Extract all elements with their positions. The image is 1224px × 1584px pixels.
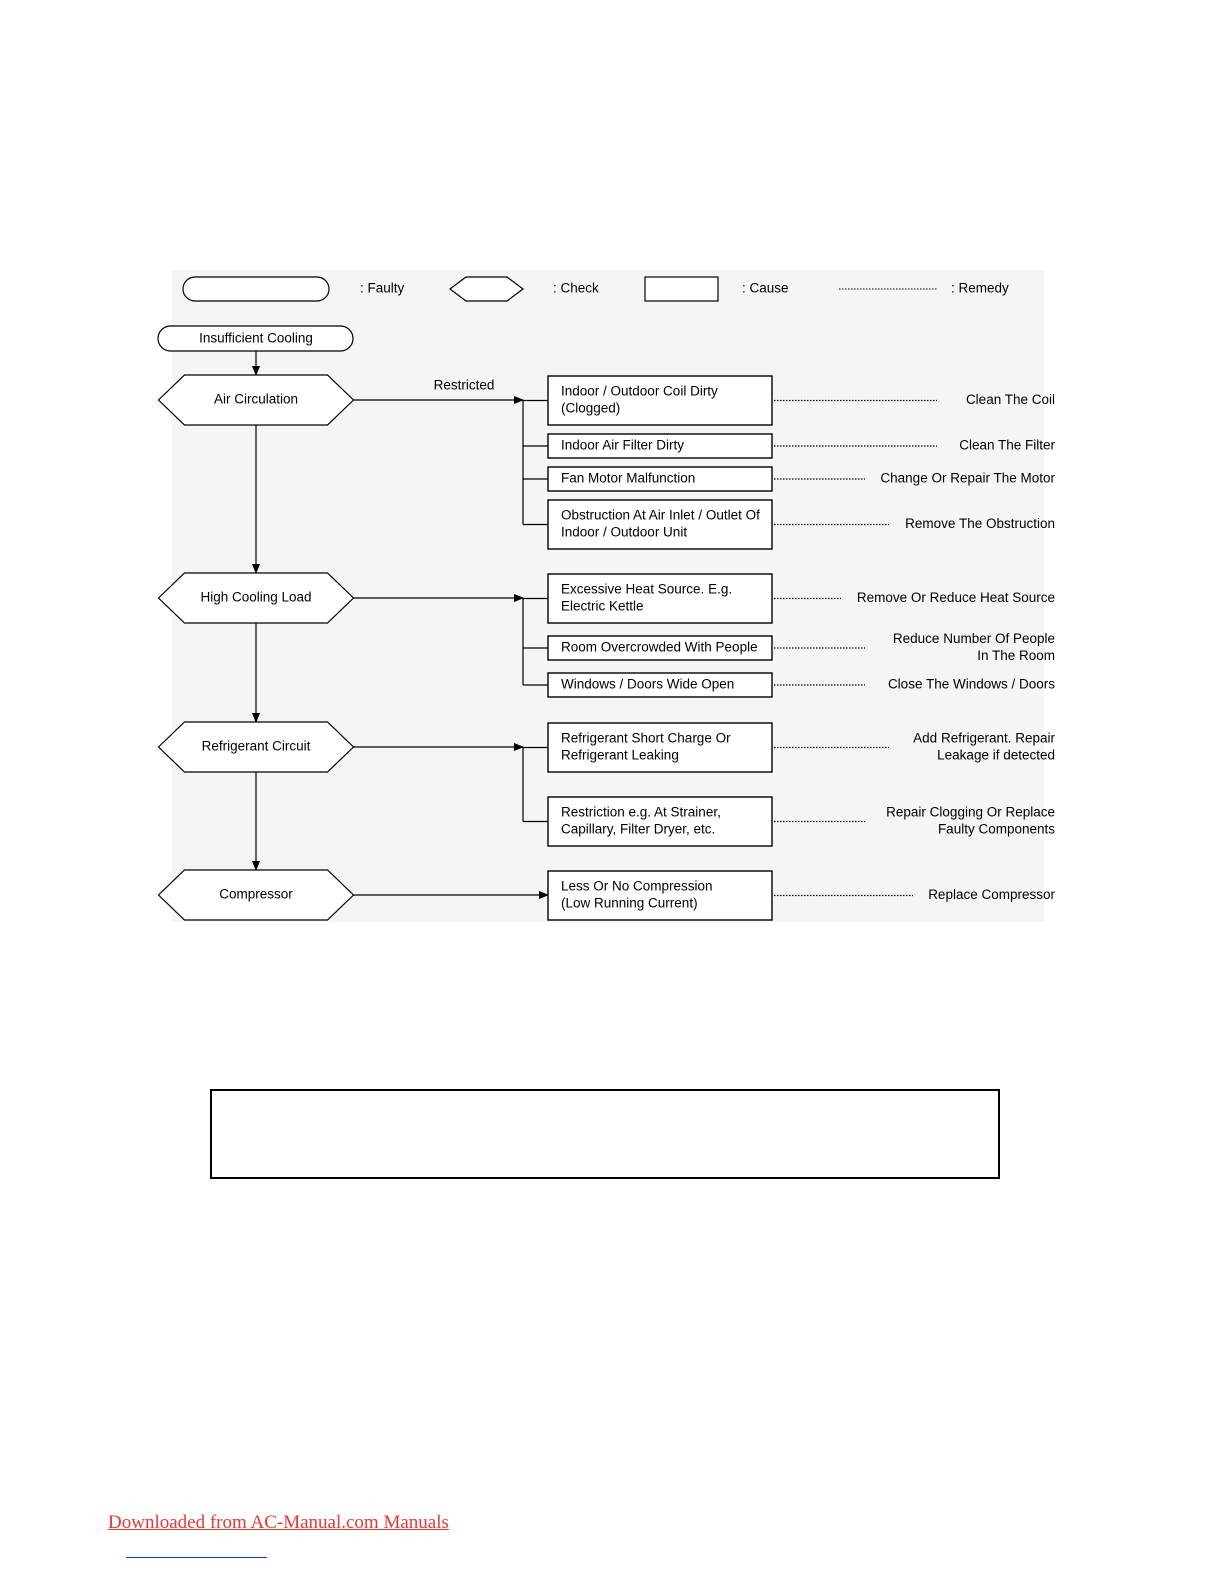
legend-check-label: : Check: [553, 281, 599, 296]
remedy-text: Close The Windows / Doors: [888, 677, 1055, 692]
cause-box: [547, 499, 773, 550]
cause-text: Excessive Heat Source. E.g.: [561, 582, 732, 597]
cause-box: [547, 672, 773, 698]
remedy-text: Change Or Repair The Motor: [880, 471, 1055, 486]
footer-rule: [126, 1557, 267, 1558]
remedy-text: Add Refrigerant. Repair: [913, 731, 1055, 746]
cause-text: Indoor Air Filter Dirty: [561, 438, 684, 453]
remedy-text: Reduce Number Of People: [893, 631, 1055, 646]
remedy-text: Remove The Obstruction: [905, 516, 1055, 531]
check-label: High Cooling Load: [200, 590, 311, 605]
cause-box: [547, 466, 773, 492]
cause-box: [547, 375, 773, 426]
cause-text: Less Or No Compression: [561, 879, 713, 894]
cause-text: (Clogged): [561, 401, 620, 416]
remedy-text: In The Room: [977, 648, 1055, 663]
remedy-text: Clean The Coil: [966, 392, 1055, 407]
cause-box: [547, 573, 773, 624]
cause-text: Restriction e.g. At Strainer,: [561, 805, 721, 820]
check-label: Air Circulation: [214, 392, 298, 407]
legend-faulty-shape: [182, 276, 330, 302]
cause-text: Room Overcrowded With People: [561, 640, 758, 655]
cause-text: Refrigerant Leaking: [561, 748, 679, 763]
cause-box: [547, 433, 773, 459]
cause-text: Electric Kettle: [561, 599, 644, 614]
cause-text: Obstruction At Air Inlet / Outlet Of: [561, 508, 760, 523]
remedy-text: Repair Clogging Or Replace: [886, 805, 1055, 820]
empty-frame: [210, 1089, 1000, 1179]
legend-cause-label: : Cause: [742, 281, 789, 296]
remedy-text: Clean The Filter: [959, 438, 1055, 453]
remedy-text: Replace Compressor: [928, 887, 1055, 902]
cause-text: Refrigerant Short Charge Or: [561, 731, 731, 746]
restricted-label: Restricted: [434, 378, 495, 393]
legend-cause-shape: [644, 276, 719, 302]
cause-text: Fan Motor Malfunction: [561, 471, 695, 486]
cause-text: (Low Running Current): [561, 896, 698, 911]
legend-faulty-label: : Faulty: [360, 281, 405, 296]
cause-box: [547, 796, 773, 847]
cause-box: [547, 635, 773, 661]
check-label: Compressor: [219, 887, 293, 902]
start-label: Insufficient Cooling: [199, 331, 313, 346]
legend-remedy-label: : Remedy: [951, 281, 1009, 296]
legend-check-shape: [449, 276, 524, 302]
legend: : Faulty : Check : Cause : Remedy: [182, 276, 1009, 302]
cause-text: Capillary, Filter Dryer, etc.: [561, 822, 715, 837]
cause-box: [547, 870, 773, 921]
remedy-text: Faulty Components: [938, 822, 1055, 837]
cause-text: Indoor / Outdoor Coil Dirty: [561, 384, 718, 399]
remedy-text: Leakage if detected: [937, 748, 1055, 763]
remedy-text: Remove Or Reduce Heat Source: [857, 590, 1055, 605]
footer-link[interactable]: Downloaded from AC-Manual.com Manuals: [108, 1512, 449, 1533]
check-label: Refrigerant Circuit: [202, 739, 311, 754]
cause-text: Indoor / Outdoor Unit: [561, 525, 687, 540]
cause-text: Windows / Doors Wide Open: [561, 677, 734, 692]
cause-box: [547, 722, 773, 773]
